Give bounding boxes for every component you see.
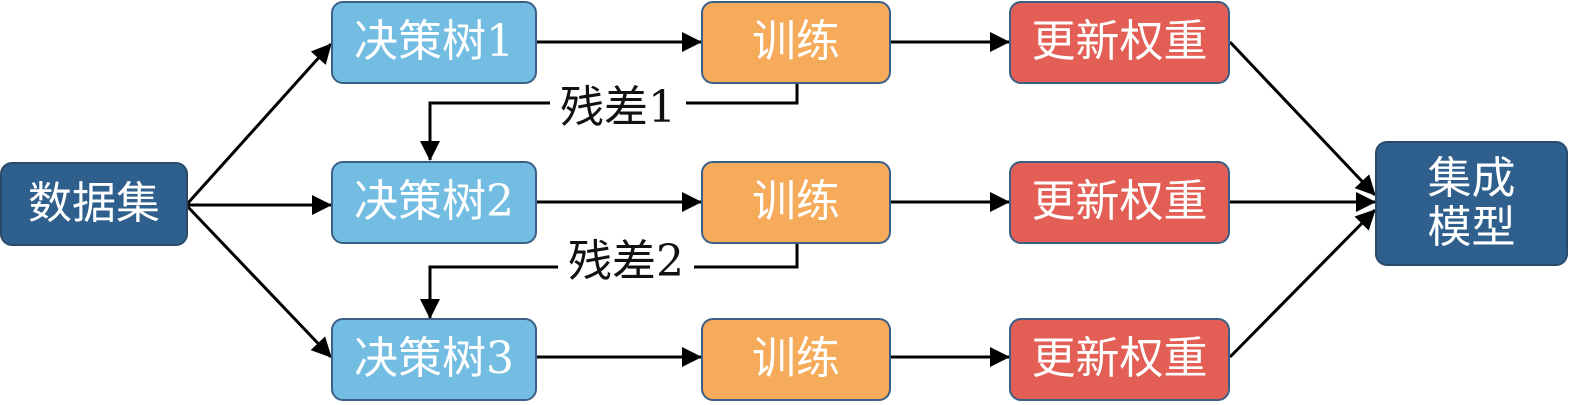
dataset-label: 数据集 bbox=[28, 177, 160, 229]
train-3-node: 训练 bbox=[701, 318, 891, 401]
decision-tree-2-label: 决策树2 bbox=[354, 176, 514, 228]
edge-update1-ensemble bbox=[1228, 40, 1377, 197]
decision-tree-1-label: 决策树1 bbox=[354, 16, 514, 68]
train-2-node: 训练 bbox=[701, 161, 891, 244]
update-weights-2-label: 更新权重 bbox=[1031, 176, 1208, 228]
decision-tree-1-node: 决策树1 bbox=[331, 1, 537, 84]
dataset-node: 数据集 bbox=[0, 162, 188, 246]
decision-tree-2-node: 决策树2 bbox=[331, 161, 537, 244]
decision-tree-3-node: 决策树3 bbox=[331, 318, 537, 401]
train-3-label: 训练 bbox=[752, 333, 840, 385]
update-weights-1-node: 更新权重 bbox=[1009, 1, 1230, 84]
ensemble-model-node: 集成 模型 bbox=[1375, 141, 1568, 266]
ensemble-label-line1: 集成 bbox=[1427, 153, 1516, 205]
edge-dataset-tree1 bbox=[186, 42, 333, 205]
train-1-node: 训练 bbox=[701, 1, 891, 84]
train-1-label: 训练 bbox=[752, 16, 840, 68]
train-2-label: 训练 bbox=[752, 176, 840, 228]
edge-dataset-tree3 bbox=[186, 205, 333, 359]
update-weights-1-label: 更新权重 bbox=[1031, 16, 1208, 68]
ensemble-label-line2: 模型 bbox=[1427, 201, 1516, 253]
update-weights-3-node: 更新权重 bbox=[1009, 318, 1230, 401]
residual-1-label: 残差1 bbox=[550, 86, 686, 130]
edge-update3-ensemble bbox=[1228, 208, 1377, 359]
decision-tree-3-label: 决策树3 bbox=[354, 333, 514, 385]
update-weights-3-label: 更新权重 bbox=[1031, 333, 1208, 385]
residual-2-label: 残差2 bbox=[558, 240, 694, 284]
update-weights-2-node: 更新权重 bbox=[1009, 161, 1230, 244]
